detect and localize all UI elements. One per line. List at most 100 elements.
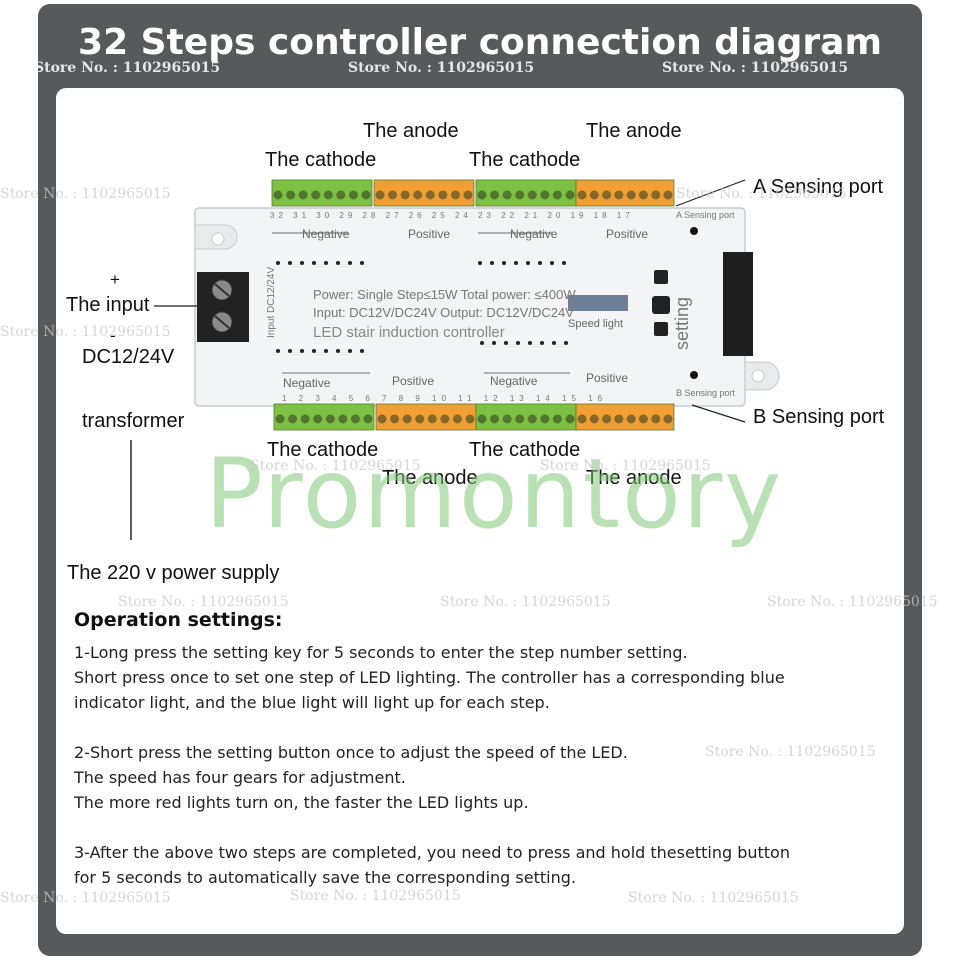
terminal-screw [288,414,298,424]
terminal-screw [651,414,661,424]
led-dot [348,261,352,265]
led-dot [490,261,494,265]
terminal-screw [338,414,348,424]
terminal-screw [298,190,308,200]
brand-watermark: Promontory [205,438,784,550]
terminal-screw [540,190,550,200]
terminal-screw [589,190,599,200]
terminal-screw [348,190,358,200]
store-watermark: Store No. : 1102965015 [440,594,611,610]
cathode-label-top-right: The cathode [469,149,581,171]
positive-label-bottom-right: Positive [586,371,629,385]
led-dot [336,349,340,353]
store-watermark: Store No. : 1102965015 [0,186,171,202]
terminal-screw [400,190,410,200]
store-watermark: Store No. : 1102965015 [118,594,289,610]
a-port-small-label: A Sensing port [676,210,735,220]
terminal-screw [502,190,512,200]
store-watermark: Store No. : 1102965015 [676,186,847,202]
terminal-numbers-top: 32 31 30 29 28 27 26 25 24 23 22 21 20 1… [270,211,634,220]
terminal-screw [552,414,562,424]
led-dot [360,261,364,265]
anode-label-bottom-right: The anode [586,467,682,489]
led-dot [288,349,292,353]
step3-line1: 3-After the above two steps are complete… [74,843,790,862]
terminal-screw [577,190,587,200]
led-dot [336,261,340,265]
store-watermark: Store No. : 1102965015 [250,458,421,474]
setting-label: setting [672,296,692,350]
terminal-screw [415,414,425,424]
terminal-screw [638,190,648,200]
terminal-screw [438,190,448,200]
terminal-screw [300,414,310,424]
anode-label-bottom-left: The anode [382,467,478,489]
led-dot [478,261,482,265]
led-dot [562,261,566,265]
store-watermark: Store No. : 1102965015 [0,324,171,340]
terminal-screw [565,414,575,424]
terminal-screw [325,414,335,424]
terminal-screw [452,414,462,424]
step2-line1: 2-Short press the setting button once to… [74,743,628,762]
step1-line2: Short press once to set one step of LED … [74,668,785,687]
minus-sign: - [110,326,116,345]
sensor-connector [723,252,753,356]
negative-label-bottom-right: Negative [490,374,538,388]
led-dot [492,341,496,345]
led-dot [288,261,292,265]
terminal-screw [663,190,673,200]
terminal-screw [286,190,296,200]
led-dot [552,341,556,345]
positive-label-top-left: Positive [408,227,451,241]
led-dot [540,341,544,345]
power-supply-label: The 220 v power supply [67,562,280,584]
input-label: The input [66,294,150,316]
terminal-screw [515,190,525,200]
a-sensing-port-label: A Sensing port [753,176,884,198]
terminal-screw [450,190,460,200]
led-dot [300,349,304,353]
terminal-screw [552,190,562,200]
terminal-screw [413,190,423,200]
terminal-screw [614,190,624,200]
store-watermark: Store No. : 1102965015 [662,60,849,76]
step1-line3: indicator light, and the blue light will… [74,693,550,712]
led-dot [550,261,554,265]
store-watermark: Store No. : 1102965015 [540,458,711,474]
led-dot [526,261,530,265]
input-spec: Input: DC12V/DC24V Output: DC12V/DC24V [313,305,574,320]
led-dot [564,341,568,345]
terminal-screw [363,414,373,424]
operation-heading: Operation settings: [74,609,283,631]
terminal-screw [527,414,537,424]
terminal-screw [390,414,400,424]
plus-sign: + [110,270,120,289]
terminal-screw [515,414,525,424]
led-dot [312,261,316,265]
led-dot [276,349,280,353]
led-dot [348,349,352,353]
store-watermark: Store No. : 1102965015 [628,890,799,906]
terminal-screw [626,414,636,424]
terminal-screw [663,414,673,424]
setting-button [652,296,670,314]
terminal-screw [425,190,435,200]
negative-label-bottom-left: Negative [283,376,331,390]
terminal-screw [602,414,612,424]
terminal-screw [402,414,412,424]
terminal-screw [565,190,575,200]
a-port-led [690,227,698,235]
terminal-screw [463,190,473,200]
cathode-label-bottom-left: The cathode [267,439,379,461]
terminal-screw [375,190,385,200]
led-dot [528,341,532,345]
led-dot [502,261,506,265]
terminal-screw [311,190,321,200]
terminal-screw [350,414,360,424]
a-port-leader-line [675,179,746,207]
terminal-screw [577,414,587,424]
terminal-screw [427,414,437,424]
terminal-screw [377,414,387,424]
led-dot [504,341,508,345]
